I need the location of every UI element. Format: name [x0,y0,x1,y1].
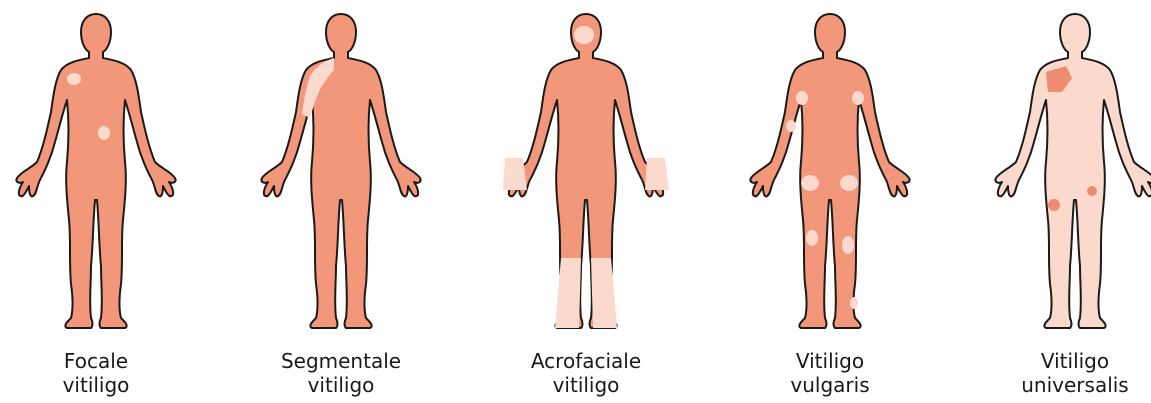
figure-vulgaris: Vitiligo vulgaris [715,0,945,403]
caption-line1: Focale [0,349,211,373]
depigmented-patch [796,91,808,105]
caption-line2: vulgaris [715,373,945,397]
caption-line2: universalis [960,373,1151,397]
pigmented-patch [1048,199,1060,211]
depigmented-patch [806,230,818,246]
depigmented-patch [786,120,796,132]
depigmented-foot-left [555,258,581,328]
body-outline-segmentale [226,0,456,340]
body-outline-universalis [960,0,1151,340]
depigmented-patch [852,91,864,105]
depigmented-foot-right [591,258,617,328]
caption-line1: Vitiligo [715,349,945,373]
figure-focale: Focale vitiligo [0,0,211,403]
caption-line1: Segmentale [226,349,456,373]
caption-line1: Vitiligo [960,349,1151,373]
pigmented-patch [1087,186,1097,196]
depigmented-face [574,26,594,44]
depigmented-patch [801,175,819,191]
figure-acrofaciale: Acrofaciale vitiligo [471,0,701,403]
caption-line2: vitiligo [0,373,211,397]
depigmented-hand-left [503,158,527,190]
caption-line1: Acrofaciale [471,349,701,373]
body-outline-acrofaciale [471,0,701,340]
depigmented-patch [98,126,110,140]
depigmented-patch [67,73,81,85]
figure-segmentale: Segmentale vitiligo [226,0,456,403]
body-outline-vulgaris [715,0,945,340]
depigmented-patch [840,175,858,191]
depigmented-patch [842,236,854,254]
body-outline-focale [0,0,211,340]
caption-line2: vitiligo [226,373,456,397]
depigmented-patch [850,297,858,309]
depigmented-hand-right [645,158,669,190]
figure-universalis: Vitiligo universalis [960,0,1151,403]
caption-line2: vitiligo [471,373,701,397]
